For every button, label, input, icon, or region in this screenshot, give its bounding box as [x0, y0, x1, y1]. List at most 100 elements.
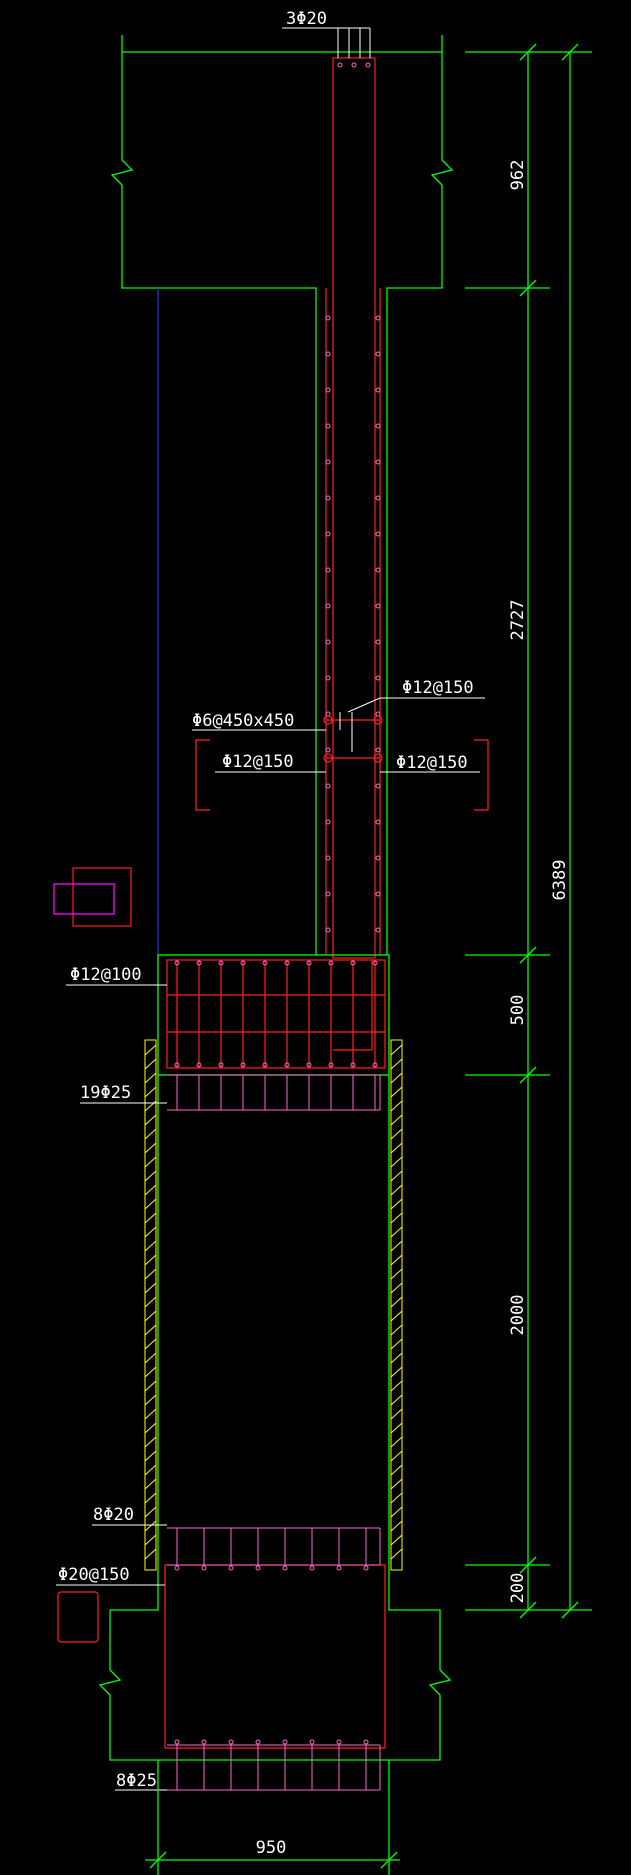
bar-dot — [375, 747, 381, 753]
bar-dot — [196, 1062, 202, 1068]
casing-hatch — [390, 1240, 403, 1252]
dimension-chain — [465, 43, 592, 1619]
casing-hatch — [390, 1324, 403, 1336]
bar-dot — [328, 1062, 334, 1068]
bar-dot — [201, 1739, 207, 1745]
bar-dot — [309, 1739, 315, 1745]
bar-dot — [196, 960, 202, 966]
dim-seg-top: 962 — [508, 160, 528, 191]
tie-brackets — [195, 712, 489, 811]
casing-hatch — [390, 1226, 403, 1238]
bar-dot — [375, 423, 381, 429]
bar-dot — [363, 1739, 369, 1745]
label-base-bottom-bars: 8Φ25 — [116, 1771, 157, 1791]
bar-dot — [240, 1062, 246, 1068]
bar-dot — [174, 1739, 180, 1745]
section-marker-magenta — [53, 883, 115, 915]
base-block-outline — [98, 1565, 452, 1761]
bar-dot — [325, 783, 331, 789]
bar-dot — [375, 783, 381, 789]
casing-hatch — [390, 1156, 403, 1168]
casing-hatch — [390, 1296, 403, 1308]
casing-hatch — [390, 1506, 403, 1518]
casing-hatch — [390, 1422, 403, 1434]
bar-dot — [325, 927, 331, 933]
base-section-marker — [57, 1591, 99, 1643]
label-stem-bar-right: Φ12@150 — [396, 753, 468, 773]
bar-dot — [325, 531, 331, 537]
bar-dot — [325, 603, 331, 609]
casing-hatch — [144, 1254, 157, 1266]
casing-hatch — [144, 1394, 157, 1406]
bar-dot — [325, 855, 331, 861]
casing-hatch — [390, 1366, 403, 1378]
bar-dot — [350, 1062, 356, 1068]
casing-hatch — [390, 1352, 403, 1364]
bar-dot — [375, 315, 381, 321]
casing-hatch — [390, 1394, 403, 1406]
casing-hatch — [144, 1282, 157, 1294]
casing-hatch — [390, 1086, 403, 1098]
bar-dot — [325, 387, 331, 393]
bar-dot — [255, 1565, 261, 1571]
bar-dot — [375, 819, 381, 825]
casing-hatch — [144, 1058, 157, 1070]
bar-dot — [375, 927, 381, 933]
casing-hatch — [144, 1324, 157, 1336]
bar-dot — [375, 639, 381, 645]
casing-hatch — [144, 1170, 157, 1182]
casing-hatch — [390, 1478, 403, 1490]
bar-dot — [255, 1739, 261, 1745]
bar-dot — [373, 715, 383, 725]
casing-hatch — [390, 1548, 403, 1560]
casing-hatch — [144, 1422, 157, 1434]
casing-hatch — [144, 1044, 157, 1056]
casing-hatch — [390, 1436, 403, 1448]
casing-hatch — [390, 1338, 403, 1350]
casing-hatch — [390, 1058, 403, 1070]
casing-hatch — [144, 1268, 157, 1280]
casing-hatch — [144, 1506, 157, 1518]
bar-dot — [240, 960, 246, 966]
section-marker-red — [72, 867, 132, 927]
casing-hatch — [144, 1142, 157, 1154]
label-cap-bars: 19Φ25 — [80, 1083, 131, 1103]
bar-dot — [325, 495, 331, 501]
bar-dot — [325, 639, 331, 645]
bar-dot — [325, 747, 331, 753]
casing-hatch — [144, 1128, 157, 1140]
casing-hatch — [144, 1156, 157, 1168]
dim-total: 6389 — [550, 860, 570, 901]
bar-dot — [336, 1565, 342, 1571]
casing-hatch — [144, 1184, 157, 1196]
casing-hatch — [390, 1282, 403, 1294]
stem-bar-dots — [323, 62, 383, 933]
bar-dot — [351, 62, 357, 68]
bar-dot — [372, 1062, 378, 1068]
bar-dot — [375, 495, 381, 501]
casing-hatch — [144, 1548, 157, 1560]
bar-dot — [365, 62, 371, 68]
casing-hatch — [390, 1142, 403, 1154]
bar-dot — [325, 819, 331, 825]
casing-hatch — [144, 1380, 157, 1392]
casing-hatch — [144, 1240, 157, 1252]
casing-hatch — [390, 1380, 403, 1392]
dim-seg-base: 200 — [508, 1573, 528, 1604]
casing-hatch — [144, 1478, 157, 1490]
casing-hatch — [390, 1534, 403, 1546]
casing-hatch — [144, 1086, 157, 1098]
casing-hatch — [144, 1464, 157, 1476]
bar-dot — [218, 1062, 224, 1068]
top-bars-tag — [282, 27, 371, 58]
base-rebar-cage — [164, 1527, 386, 1791]
label-tie: Φ6@450x450 — [192, 711, 294, 731]
label-stem-bar-right-upper: Φ12@150 — [402, 678, 474, 698]
casing-hatch — [390, 1520, 403, 1532]
dim-seg-casing: 2000 — [508, 1295, 528, 1336]
casing-hatch — [144, 1072, 157, 1084]
casing-hatch — [390, 1464, 403, 1476]
casing-hatch — [144, 1492, 157, 1504]
bar-dot — [262, 960, 268, 966]
